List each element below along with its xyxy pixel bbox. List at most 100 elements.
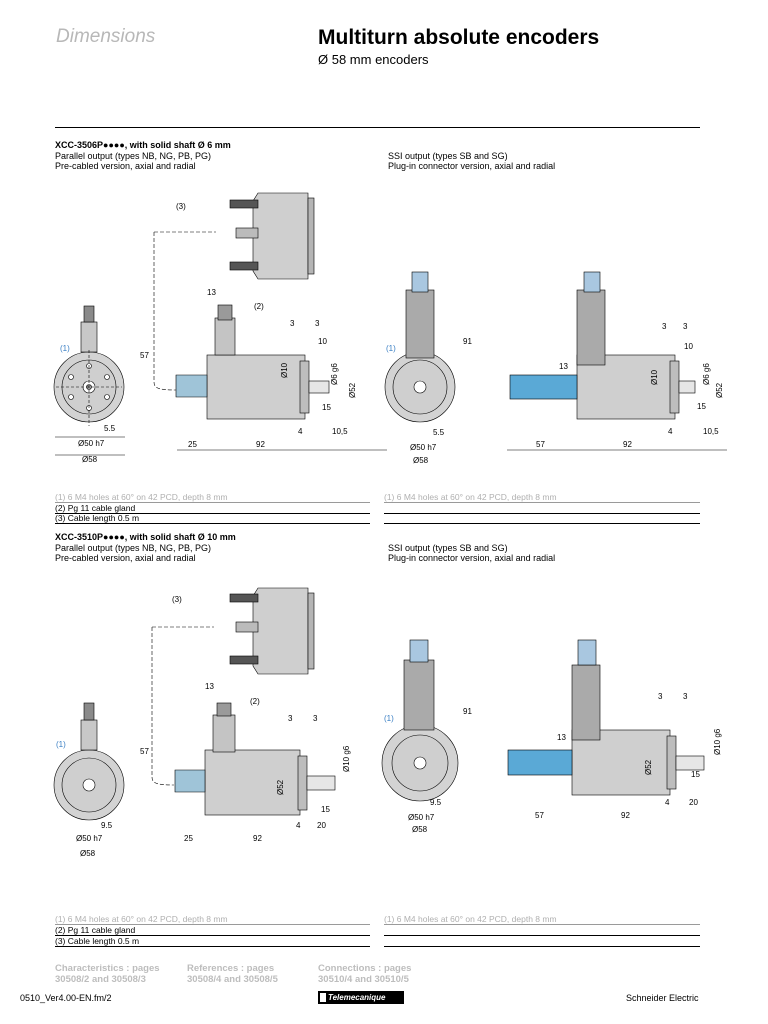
header-divider [55, 127, 700, 128]
footer-ref-characteristics-value[interactable]: 30508/2 and 30508/3 [55, 974, 146, 985]
s2-r-dim-50h7: Ø50 h7 [408, 813, 435, 822]
section2-model: XCC-3510P●●●●, with solid shaft Ø 10 mm [55, 532, 236, 542]
s1-r-dim-55: 5.5 [433, 428, 445, 437]
footer-file-name: 0510_Ver4.00-EN.fm/2 [20, 993, 112, 1003]
s1-r-dim-10: 10 [684, 342, 693, 351]
s2-dim-57: 57 [140, 747, 149, 756]
section2-right-caption-2: Plug-in connector version, axial and rad… [388, 553, 556, 563]
s2-r-dim-92: 92 [621, 811, 630, 820]
section2-left-caption-1: Parallel output (types NB, NG, PB, PG) [55, 543, 212, 553]
s2-r-dim-4: 4 [665, 798, 670, 807]
s2-dim-92: 92 [253, 834, 262, 843]
s1-r-dim-13: 13 [559, 362, 568, 371]
page-subtitle: Ø 58 mm encoders [318, 52, 429, 67]
footer-ref-references-value[interactable]: 30508/4 and 30508/5 [187, 974, 278, 985]
s2-r-dim-3a: 3 [658, 692, 663, 701]
s1-dim-55: 5.5 [104, 424, 116, 433]
s1-r-callout-1: (1) [386, 344, 396, 353]
s2-r-dim-O10g6: Ø10 g6 [713, 728, 722, 755]
s1-dim-25: 25 [188, 440, 197, 449]
s2-dim-O10g6: Ø10 g6 [342, 745, 351, 772]
s1-r-dim-57: 57 [536, 440, 545, 449]
s1-r-dim-58: Ø58 [413, 456, 429, 465]
s2-left-rule-2 [55, 935, 370, 936]
s1-r-dim-O52: Ø52 [715, 382, 724, 398]
s1-right-note-1: (1) 6 M4 holes at 60° on 42 PCD, depth 8… [384, 492, 557, 502]
s1-left-rule-1 [55, 502, 370, 503]
s1-dim-3a: 3 [290, 319, 295, 328]
s2-callout-1: (1) [56, 740, 66, 749]
s2-dim-91: 91 [463, 707, 472, 716]
s1-callout-1: (1) [60, 344, 70, 353]
s2-callout-3: (3) [172, 595, 182, 604]
s1-r-dim-92: 92 [623, 440, 632, 449]
s2-dim-95: 9.5 [101, 821, 113, 830]
s1-r-dim-3a: 3 [662, 322, 667, 331]
s2-r-dim-13: 13 [557, 733, 566, 742]
s2-r-dim-20: 20 [689, 798, 698, 807]
s2-right-rule-3 [384, 946, 700, 947]
s2-r-dim-3b: 3 [683, 692, 688, 701]
s2-dim-3b: 3 [313, 714, 318, 723]
s2-dim-20: 20 [317, 821, 326, 830]
section1-model: XCC-3506P●●●●, with solid shaft Ø 6 mm [55, 140, 231, 150]
s1-r-dim-15: 15 [697, 402, 706, 411]
s2-dim-58: Ø58 [80, 849, 96, 858]
s1-r-dim-3b: 3 [683, 322, 688, 331]
s2-dim-15: 15 [321, 805, 330, 814]
s2-dim-O52: Ø52 [276, 779, 285, 795]
s1-callout-3: (3) [176, 202, 186, 211]
s2-r-dim-15: 15 [691, 770, 700, 779]
s1-dim-50h7: Ø50 h7 [78, 439, 105, 448]
brand-logo-text: Telemecanique [328, 993, 386, 1002]
s1-r-dim-4: 4 [668, 427, 673, 436]
s2-r-dim-57: 57 [535, 811, 544, 820]
s1-left-note-1: (1) 6 M4 holes at 60° on 42 PCD, depth 8… [55, 492, 228, 502]
section1-left-caption-2: Pre-cabled version, axial and radial [55, 161, 196, 171]
s1-right-rule-3 [384, 523, 700, 524]
s2-right-rule-2 [384, 935, 700, 936]
s1-r-dim-O10: Ø10 [650, 369, 659, 385]
footer-ref-connections-value[interactable]: 30510/4 and 30510/5 [318, 974, 409, 985]
s1-dim-4: 4 [298, 427, 303, 436]
s2-left-note-3: (3) Cable length 0.5 m [55, 936, 140, 946]
s1-dim-O52: Ø52 [348, 382, 357, 398]
s2-left-note-1: (1) 6 M4 holes at 60° on 42 PCD, depth 8… [55, 914, 228, 924]
s1-dim-92: 92 [256, 440, 265, 449]
s1-right-rule-2 [384, 513, 700, 514]
s1-dim-105: 10,5 [332, 427, 348, 436]
s1-dim-91: 91 [463, 337, 472, 346]
section1-right-caption-1: SSI output (types SB and SG) [388, 151, 508, 161]
front-view-flange [53, 305, 125, 426]
s2-callout-2: (2) [250, 697, 260, 706]
s1-right-rule-1 [384, 502, 700, 503]
s1-dim-13: 13 [207, 288, 216, 297]
s2-r-dim-95: 9.5 [430, 798, 442, 807]
s1-r-dim-O6g6: Ø6 g6 [702, 363, 711, 385]
s2-left-note-2: (2) Pg 11 cable gland [55, 925, 136, 935]
s2-right-note-1: (1) 6 M4 holes at 60° on 42 PCD, depth 8… [384, 914, 557, 924]
section-label: Dimensions [56, 26, 156, 47]
s1-dim-3b: 3 [315, 319, 320, 328]
s2-right-rule-1 [384, 924, 700, 925]
s1-callout-2: (2) [254, 302, 264, 311]
section2-right-caption-1: SSI output (types SB and SG) [388, 543, 508, 553]
s2-dim-25: 25 [184, 834, 193, 843]
s2-dim-50h7: Ø50 h7 [76, 834, 103, 843]
section2-left-caption-2: Pre-cabled version, axial and radial [55, 553, 196, 563]
section1-left-caption-1: Parallel output (types NB, NG, PB, PG) [55, 151, 212, 161]
s2-left-rule-1 [55, 924, 370, 925]
s1-dim-10: 10 [318, 337, 327, 346]
s1-left-rule-3 [55, 523, 370, 524]
s2-r-dim-O52: Ø52 [644, 759, 653, 775]
s2-dim-3a: 3 [288, 714, 293, 723]
s1-dim-O10: Ø10 [280, 362, 289, 378]
s2-r-dim-58: Ø58 [412, 825, 428, 834]
section1-right-caption-2: Plug-in connector version, axial and rad… [388, 161, 556, 171]
s2-left-rule-3 [55, 946, 370, 947]
s1-dim-57: 57 [140, 351, 149, 360]
s1-r-dim-105: 10,5 [703, 427, 719, 436]
s1-r-dim-50h7: Ø50 h7 [410, 443, 437, 452]
